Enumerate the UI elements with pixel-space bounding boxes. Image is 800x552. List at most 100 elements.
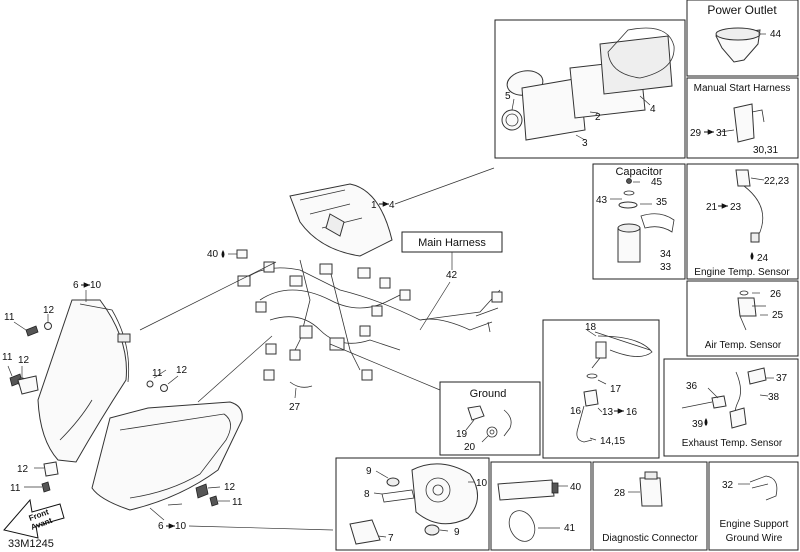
main-harness-title: Main Harness — [418, 237, 486, 249]
gauge-gasket-part — [607, 27, 675, 79]
ground-box: Ground 19 20 — [439, 381, 541, 456]
callout-7: 7 — [388, 533, 394, 544]
callout-44: 44 — [770, 29, 782, 40]
bulb-cap-part — [386, 477, 400, 487]
wiring-harness: 27 40 — [207, 249, 503, 413]
exhaust-temp-sensor-part — [711, 395, 727, 409]
engine-temp-sensor-plug-part — [735, 169, 751, 187]
coil-cable-part — [594, 331, 653, 357]
callout-37: 37 — [776, 373, 788, 384]
sealant-drop-icon — [221, 250, 225, 258]
callout-16-b: 16 — [626, 407, 638, 418]
callout-12-a: 12 — [43, 305, 55, 316]
front-arrow-icon[interactable]: Front Avant — [3, 498, 65, 539]
left-headlight-housing: 6 10 — [37, 261, 277, 463]
callout-29: 29 — [690, 128, 702, 139]
instrument-cluster: 1 4 — [289, 167, 495, 257]
callout-9-a: 9 — [366, 466, 372, 477]
callout-1: 1 — [371, 200, 377, 211]
clamp-ring-part — [508, 510, 536, 542]
capacitor-clamp-part — [640, 213, 675, 233]
callout-27: 27 — [289, 402, 301, 413]
power-outlet-box: Power Outlet 44 — [686, 0, 799, 77]
grease-tube-part — [497, 479, 555, 501]
diagnostic-connector-box: 28 Diagnostic Connector — [592, 461, 708, 551]
callout-11-e: 11 — [232, 497, 243, 508]
callout-12-d: 12 — [17, 464, 29, 475]
callout-41: 41 — [564, 523, 576, 534]
grease-detail-box: 40 41 — [490, 461, 592, 551]
callout-23: 23 — [730, 202, 742, 213]
callout-10-a: 10 — [90, 280, 102, 291]
gauge-detail-box: 5 2 3 4 — [494, 19, 686, 159]
headlight-bulb-part — [349, 519, 381, 545]
lamp-detail-box: 9 8 10 7 9 — [335, 457, 490, 551]
callout-38: 38 — [768, 392, 780, 403]
exhaust-temp-sensor-title: Exhaust Temp. Sensor — [682, 438, 783, 449]
capacitor-body-part — [617, 227, 641, 263]
gauge-cover-part — [599, 35, 673, 95]
callout-21: 21 — [706, 202, 718, 213]
callout-8: 8 — [364, 489, 370, 500]
callout-40-grease: 40 — [570, 482, 582, 493]
callout-28: 28 — [614, 488, 626, 499]
callout-12-b: 12 — [18, 355, 30, 366]
callout-18: 18 — [585, 322, 597, 333]
ground-nut-part — [467, 405, 485, 421]
callout-4-main: 4 — [389, 200, 395, 211]
callout-16-a: 16 — [570, 406, 582, 417]
air-temp-sensor-part — [737, 297, 757, 317]
callout-35: 35 — [656, 197, 668, 208]
callout-30-31: 30,31 — [753, 145, 778, 156]
callout-11-c: 11 — [152, 368, 163, 379]
callout-3: 3 — [582, 138, 588, 149]
callout-20: 20 — [464, 442, 476, 453]
right-headlight-housing: 12 11 — [91, 335, 273, 511]
capacitor-box: Capacitor 45 43 35 34 33 — [592, 163, 686, 280]
callout-6-a: 6 — [73, 280, 79, 291]
callout-25: 25 — [772, 310, 784, 321]
callout-39: 39 — [692, 419, 704, 430]
capacitor-title: Capacitor — [615, 166, 662, 178]
manual-start-harness-part — [733, 103, 755, 143]
cable-detail-box: 18 17 16 13 16 14,15 — [542, 319, 660, 459]
reference-code: 33M1245 — [8, 538, 54, 550]
gauge-housing-part — [521, 77, 586, 141]
callout-31: 31 — [716, 128, 728, 139]
bottom-callout-6-10: 6 10 — [149, 507, 334, 532]
manual-start-harness-box: Manual Start Harness 29 31 30,31 — [686, 77, 799, 159]
callout-5: 5 — [505, 91, 511, 102]
ground-wire-part — [749, 475, 778, 501]
power-outlet-title: Power Outlet — [707, 3, 777, 17]
main-harness-label: Main Harness 42 — [401, 231, 503, 331]
engine-support-ground-wire-title-2: Ground Wire — [726, 533, 783, 544]
callout-11-b: 11 — [2, 352, 13, 363]
gauge-dial-part — [501, 109, 523, 131]
callout-13: 13 — [602, 407, 614, 418]
air-temp-sensor-box: 26 25 Air Temp. Sensor — [686, 280, 799, 357]
engine-support-ground-wire-box: 32 Engine Support Ground Wire — [708, 461, 799, 551]
callout-32: 32 — [722, 480, 734, 491]
callout-10-lamp: 10 — [476, 478, 488, 489]
left-fasteners: 11 12 11 12 11 12 12 11 — [2, 305, 188, 494]
callout-12-c: 12 — [176, 365, 188, 376]
callout-2: 2 — [595, 112, 601, 123]
callout-10-b: 10 — [175, 521, 187, 532]
callout-14-15: 14,15 — [600, 436, 625, 447]
engine-temp-sensor-box: 22,23 21 23 24 Engine Temp. Sensor — [686, 163, 799, 280]
callout-9-b: 9 — [454, 527, 460, 538]
diagnostic-connector-title: Diagnostic Connector — [602, 533, 698, 544]
ground-title: Ground — [470, 388, 507, 400]
callout-36: 36 — [686, 381, 698, 392]
callout-19: 19 — [456, 429, 468, 440]
air-temp-sensor-title: Air Temp. Sensor — [705, 340, 782, 351]
sealant-drop-icon — [704, 418, 708, 426]
callout-4: 4 — [650, 104, 656, 115]
callout-43: 43 — [596, 195, 608, 206]
callout-33: 33 — [660, 262, 672, 273]
manual-start-harness-title: Manual Start Harness — [694, 83, 791, 94]
callout-26: 26 — [770, 289, 782, 300]
callout-22-23: 22,23 — [764, 176, 789, 187]
